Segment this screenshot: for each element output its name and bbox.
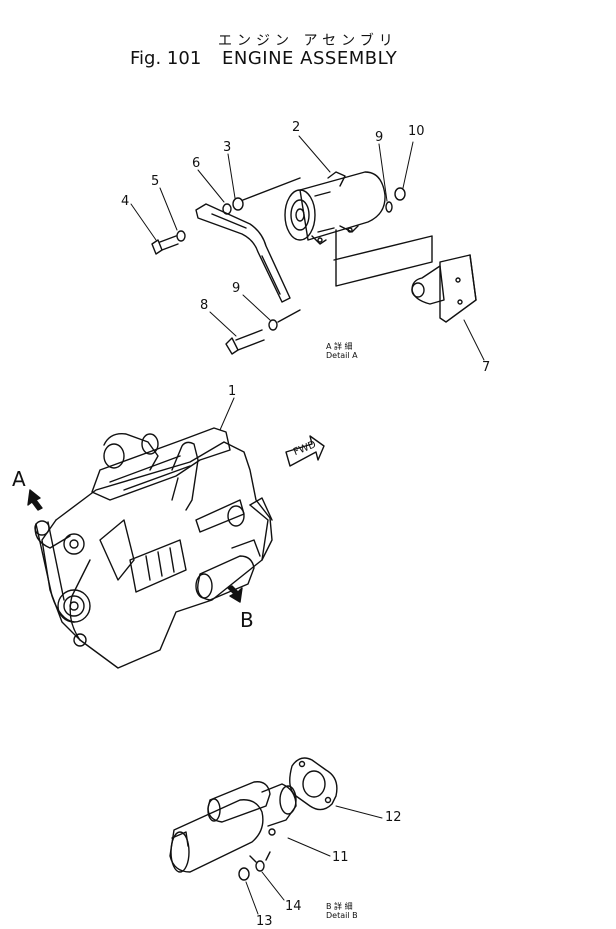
washer-9-top <box>385 201 393 213</box>
detail-a-caption-en: Detail A <box>326 351 358 360</box>
callout-6: 6 <box>192 156 201 171</box>
alternator <box>284 171 386 245</box>
bolt-8 <box>225 309 301 355</box>
callout-9-upper: 9 <box>375 130 384 145</box>
callout-13: 13 <box>256 914 273 929</box>
bolt-line-3 <box>242 177 301 201</box>
washer-6 <box>222 203 232 215</box>
view-arrow-b <box>227 585 243 603</box>
callout-3: 3 <box>223 140 232 155</box>
washer-5 <box>176 230 186 242</box>
nut-3 <box>232 197 244 211</box>
callout-9-lower: 9 <box>232 281 241 296</box>
callout-5: 5 <box>151 174 160 189</box>
view-label-b: B <box>240 608 254 632</box>
callout-10: 10 <box>408 124 425 139</box>
bolt-4 <box>151 235 179 255</box>
mount-bracket <box>411 254 477 323</box>
nut-10 <box>394 187 406 201</box>
fwd-arrow <box>285 435 325 467</box>
washer-14 <box>255 860 265 872</box>
detail-b-caption: B 詳 細 Detail B <box>326 902 358 920</box>
detail-b-group <box>169 757 383 915</box>
engine-drawing <box>34 397 273 669</box>
detail-a-connector <box>333 229 433 287</box>
callout-12: 12 <box>385 810 402 825</box>
detail-a-caption-jp: A 詳 細 <box>326 342 353 351</box>
detail-b-caption-jp: B 詳 細 <box>326 902 353 911</box>
detail-a-caption: A 詳 細 Detail A <box>326 342 358 360</box>
adjusting-bracket <box>195 203 291 303</box>
figure-number: Fig. 101 <box>130 48 202 69</box>
view-arrow-a <box>27 489 43 511</box>
callout-14: 14 <box>285 899 302 914</box>
callout-1: 1 <box>228 384 237 399</box>
nut-13 <box>238 867 250 881</box>
detail-a-group <box>130 135 485 361</box>
view-label-a: A <box>12 467 26 491</box>
callout-7: 7 <box>482 360 491 375</box>
callout-8: 8 <box>200 298 209 313</box>
callout-11: 11 <box>332 850 349 865</box>
title-japanese: エンジン アセンブリ <box>218 33 398 49</box>
detail-a-leaders <box>130 135 485 361</box>
detail-b-leaders <box>245 805 383 915</box>
gasket-12 <box>289 757 338 811</box>
callout-2: 2 <box>292 120 301 135</box>
detail-b-caption-en: Detail B <box>326 911 358 920</box>
callout-4: 4 <box>121 194 130 209</box>
title-english: ENGINE ASSEMBLY <box>222 48 398 69</box>
